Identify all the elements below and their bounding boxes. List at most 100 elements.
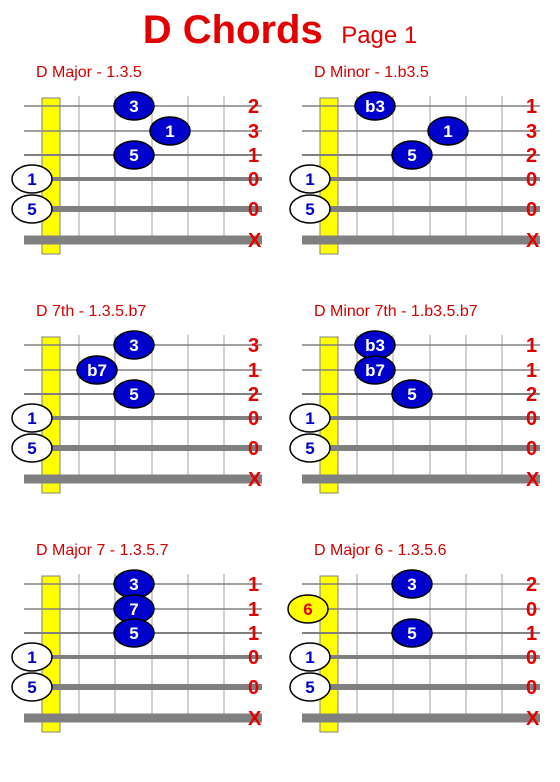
string-marker: 0 (526, 647, 537, 669)
note-dot (391, 569, 433, 599)
note-dot (11, 433, 53, 463)
string-marker: 3 (248, 121, 259, 143)
note-label: 5 (27, 439, 36, 458)
note-label: 1 (305, 648, 314, 667)
string-marker: 1 (248, 360, 259, 382)
note-label: 5 (129, 624, 138, 643)
title-page: Page 1 (341, 22, 418, 49)
note-dot (113, 618, 155, 648)
string-marker: X (248, 230, 262, 252)
note-dot (289, 403, 331, 433)
note-label: 5 (305, 200, 314, 219)
string-marker: 1 (248, 599, 259, 621)
chord-title: D 7th - 1.3.5.b7 (36, 303, 147, 320)
note-dot (113, 379, 155, 409)
note-dot (11, 194, 53, 224)
string-marker: 0 (526, 438, 537, 460)
string-marker: 1 (248, 574, 259, 596)
string-marker: 0 (526, 599, 537, 621)
string-marker: 2 (526, 145, 537, 167)
note-label: b3 (365, 336, 385, 355)
string-marker: X (248, 469, 262, 491)
note-dot (391, 618, 433, 648)
note-dot (289, 433, 331, 463)
note-label: 3 (129, 575, 138, 594)
note-dot (427, 116, 469, 146)
note-dot (76, 355, 118, 385)
note-label: 5 (129, 385, 138, 404)
note-label: b7 (365, 361, 385, 380)
string-marker: 3 (526, 121, 537, 143)
note-label: 3 (129, 97, 138, 116)
string-marker: 1 (526, 360, 537, 382)
note-dot (354, 91, 396, 121)
note-dot (11, 672, 53, 702)
note-dot (354, 355, 396, 385)
note-label: 5 (407, 385, 416, 404)
note-dot (11, 642, 53, 672)
note-dot (289, 642, 331, 672)
string-marker: 1 (248, 623, 259, 645)
chord-title: D Minor - 1.b3.5 (314, 64, 429, 81)
string-marker: 1 (526, 96, 537, 118)
note-label: 6 (303, 600, 312, 619)
string-marker: 0 (248, 647, 259, 669)
string-marker: 0 (248, 438, 259, 460)
note-dot (113, 140, 155, 170)
page-title: D Chords Page 1 (0, 8, 560, 53)
note-label: 5 (305, 439, 314, 458)
string-marker: 1 (248, 145, 259, 167)
note-label: 5 (407, 624, 416, 643)
note-dot (289, 672, 331, 702)
note-label: 5 (27, 678, 36, 697)
string-marker: 1 (526, 335, 537, 357)
string-marker: X (526, 469, 540, 491)
note-dot (11, 403, 53, 433)
string-marker: 0 (526, 169, 537, 191)
note-dot (11, 164, 53, 194)
string-marker: X (526, 708, 540, 730)
note-dot (113, 91, 155, 121)
string-marker: X (248, 708, 262, 730)
note-label: 7 (129, 600, 138, 619)
string-marker: 2 (526, 574, 537, 596)
note-label: 1 (27, 648, 36, 667)
note-dot (287, 594, 329, 624)
note-dot (391, 379, 433, 409)
chord-title: D Major 7 - 1.3.5.7 (36, 542, 169, 559)
note-label: 1 (305, 409, 314, 428)
note-label: 5 (407, 146, 416, 165)
note-label: 5 (27, 200, 36, 219)
title-main: D Chords (142, 8, 323, 52)
note-label: 5 (129, 146, 138, 165)
chord-title: D Major - 1.3.5 (36, 64, 142, 81)
note-dot (113, 330, 155, 360)
note-label: 3 (407, 575, 416, 594)
string-marker: 0 (526, 199, 537, 221)
note-label: 3 (129, 336, 138, 355)
string-marker: 2 (526, 384, 537, 406)
string-marker: 0 (526, 677, 537, 699)
note-label: 1 (27, 170, 36, 189)
note-label: b3 (365, 97, 385, 116)
note-label: 1 (27, 409, 36, 428)
string-marker: X (526, 230, 540, 252)
chord-title: D Major 6 - 1.3.5.6 (314, 542, 447, 559)
note-dot (149, 116, 191, 146)
string-marker: 2 (248, 96, 259, 118)
note-label: 1 (443, 122, 452, 141)
note-label: 1 (165, 122, 174, 141)
note-dot (391, 140, 433, 170)
string-marker: 2 (248, 384, 259, 406)
note-dot (289, 164, 331, 194)
